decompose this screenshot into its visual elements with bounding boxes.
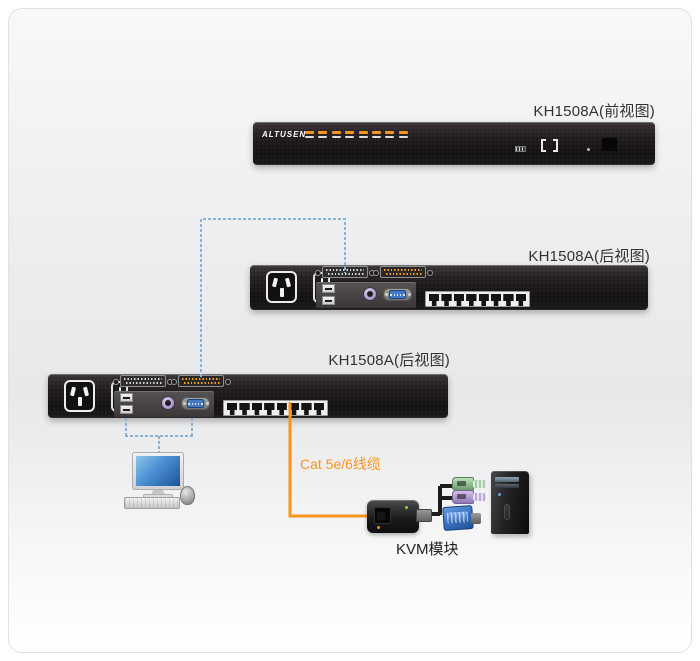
power-inlet-port bbox=[266, 271, 297, 303]
kvm-switch-rear-panel-top bbox=[250, 265, 648, 310]
module-connector-icon bbox=[416, 509, 432, 522]
rear-view-bottom-label: KH1508A(后视图) bbox=[328, 352, 450, 369]
daisy-chain-out-port bbox=[373, 266, 433, 278]
vga-plug-icon bbox=[442, 504, 481, 532]
port-led-indicator bbox=[305, 131, 314, 138]
reset-pinhole-icon bbox=[587, 148, 590, 151]
daisy-chain-in-port bbox=[113, 375, 173, 387]
rj45-port bbox=[276, 403, 287, 415]
diagram-background bbox=[8, 8, 692, 653]
reset-bracket-icon bbox=[541, 139, 558, 152]
kvm-switch-front-panel: ALTUSEN bbox=[253, 122, 655, 165]
port-led-indicator bbox=[358, 131, 368, 138]
rj45-jack-icon bbox=[374, 507, 391, 524]
rj45-port bbox=[313, 403, 324, 415]
rj45-port bbox=[466, 294, 477, 306]
console-port-panel bbox=[316, 282, 416, 308]
port-led-indicator bbox=[398, 131, 408, 138]
rj45-port bbox=[515, 294, 526, 306]
ps2-keyboard-port bbox=[363, 287, 377, 301]
rj45-port bbox=[251, 403, 263, 415]
port-led-indicator bbox=[331, 131, 341, 138]
ps2-keyboard-plug-icon bbox=[452, 490, 486, 504]
console-port-panel bbox=[114, 391, 214, 417]
rj45-port bbox=[288, 403, 300, 415]
rj45-port bbox=[301, 403, 312, 415]
green-led-icon bbox=[405, 506, 408, 509]
keyboard-icon bbox=[124, 497, 180, 509]
rj45-port bbox=[227, 403, 238, 415]
rj45-port-block bbox=[223, 400, 328, 416]
port-led-indicator bbox=[371, 131, 381, 138]
rj45-port bbox=[429, 294, 440, 306]
port-led-strip bbox=[305, 131, 408, 138]
server-tower-icon bbox=[491, 471, 529, 534]
rj45-port bbox=[478, 294, 489, 306]
monitor-icon bbox=[132, 452, 184, 490]
monitor-stand-icon bbox=[151, 490, 165, 495]
rj45-port bbox=[490, 294, 502, 306]
usb-ports bbox=[120, 393, 133, 417]
kvm-module-label: KVM模块 bbox=[396, 541, 459, 558]
cat5e-cable-label: Cat 5e/6线缆 bbox=[300, 456, 381, 472]
rj45-port bbox=[453, 294, 465, 306]
orange-led-icon bbox=[377, 526, 380, 529]
rj45-port bbox=[441, 294, 452, 306]
rj45-port-block bbox=[425, 291, 530, 307]
rear-view-top-label: KH1508A(后视图) bbox=[528, 248, 650, 265]
vga-console-port bbox=[181, 397, 210, 410]
power-inlet-port bbox=[64, 380, 95, 412]
power-button bbox=[602, 137, 617, 151]
ps2-mouse-plug-icon bbox=[452, 477, 486, 491]
daisy-chain-in-port bbox=[315, 266, 375, 278]
rj45-port bbox=[239, 403, 250, 415]
port-led-indicator bbox=[318, 131, 328, 138]
brand-logo: ALTUSEN bbox=[262, 130, 307, 139]
firmware-port-icon bbox=[515, 146, 526, 152]
kvm-switch-rear-panel-bottom bbox=[48, 374, 448, 418]
port-led-indicator bbox=[345, 131, 355, 138]
port-led-indicator bbox=[385, 131, 395, 138]
ps2-keyboard-port bbox=[161, 396, 175, 410]
rj45-port bbox=[264, 403, 275, 415]
front-view-label: KH1508A(前视图) bbox=[533, 103, 655, 120]
daisy-chain-out-port bbox=[171, 375, 231, 387]
mouse-icon bbox=[180, 486, 195, 505]
vga-console-port bbox=[383, 288, 412, 301]
kvm-adapter-module bbox=[367, 500, 432, 533]
usb-ports bbox=[322, 284, 335, 308]
rj45-port bbox=[503, 294, 514, 306]
